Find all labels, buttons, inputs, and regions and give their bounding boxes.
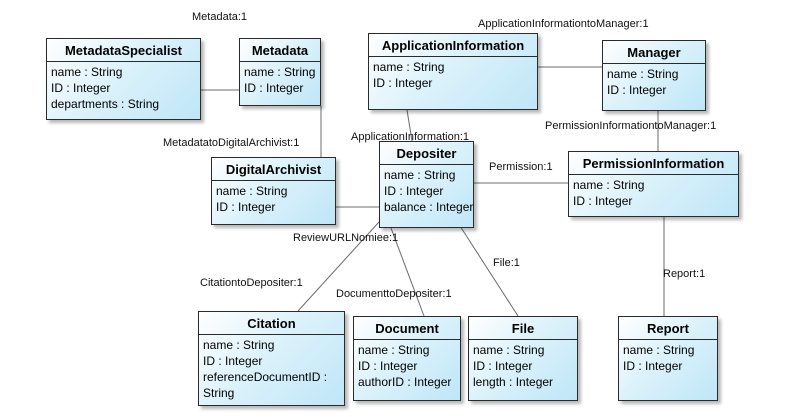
attribute: name : String: [373, 60, 445, 74]
attribute: name : String: [244, 65, 316, 79]
attribute-list: name : String ID : Integer: [240, 62, 320, 98]
attribute: ID : Integer: [216, 200, 276, 214]
attribute: name : String: [473, 343, 545, 357]
assoc-label-reviewurlnomiee: ReviewURLNomiee:1: [293, 232, 399, 244]
class-digital-archivist[interactable]: DigitalArchivist name : String ID : Inte…: [211, 157, 336, 225]
class-name: Metadata: [240, 39, 320, 62]
assoc-label-applicationinformation: ApplicationInformation:1: [351, 131, 470, 143]
attribute-list: name : String ID : Integer: [212, 181, 335, 217]
attribute: ID : Integer: [203, 354, 263, 368]
attribute: name : String: [623, 343, 695, 357]
attribute: ID : Integer: [573, 194, 633, 208]
class-document[interactable]: Document name : String ID : Integer auth…: [353, 316, 461, 401]
class-file[interactable]: File name : String ID : Integer length :…: [468, 316, 578, 401]
attribute: ID : Integer: [473, 359, 533, 373]
attribute: ID : Integer: [607, 83, 667, 97]
class-metadata[interactable]: Metadata name : String ID : Integer: [239, 38, 321, 106]
attribute: departments : String: [51, 97, 160, 111]
class-name: PermissionInformation: [569, 152, 738, 175]
class-manager[interactable]: Manager name : String ID : Integer: [602, 40, 706, 111]
link-application-information-depositer: [406, 109, 413, 142]
attribute-list: name : String ID : Integer: [369, 57, 537, 93]
class-name: Manager: [603, 41, 705, 64]
class-name: File: [469, 317, 577, 340]
attribute: name : String: [358, 343, 430, 357]
attribute-list: name : String ID : Integer length : Inte…: [469, 340, 577, 392]
class-report[interactable]: Report name : String ID : Integer: [618, 316, 718, 401]
attribute: name : String: [51, 65, 123, 79]
class-metadata-specialist[interactable]: MetadataSpecialist name : String ID : In…: [46, 38, 201, 120]
link-depositer-document: [390, 227, 425, 317]
class-citation[interactable]: Citation name : String ID : Integer refe…: [198, 311, 345, 406]
assoc-label-permission: Permission:1: [489, 161, 553, 173]
class-name: Citation: [199, 312, 344, 335]
link-depositer-citation: [297, 221, 380, 312]
attribute: referenceDocumentID :: [203, 370, 328, 384]
attribute-list: name : String ID : Integer: [619, 340, 717, 376]
link-depositer-file: [459, 225, 519, 317]
assoc-label-metadata: Metadata:1: [192, 11, 248, 23]
class-name: ApplicationInformation: [369, 34, 537, 57]
attribute-list: name : String ID : Integer referenceDocu…: [199, 335, 344, 403]
class-name: Report: [619, 317, 717, 340]
attribute: ID : Integer: [358, 359, 418, 373]
assoc-label-report: Report:1: [663, 268, 706, 280]
attribute: ID : Integer: [244, 81, 304, 95]
attribute: ID : Integer: [51, 81, 111, 95]
attribute: ID : Integer: [623, 359, 683, 373]
attribute: name : String: [384, 168, 456, 182]
assoc-label-citation-to-depositer: CitationtoDepositer:1: [200, 277, 303, 289]
assoc-label-metadata-to-digitalarchivist: MetadatatoDigitalArchivist:1: [163, 137, 300, 149]
class-name: Depositer: [380, 142, 473, 165]
assoc-label-permissioninfo-to-manager: PermissionInformationtoManager:1: [545, 120, 717, 132]
attribute: name : String: [216, 184, 288, 198]
attribute: name : String: [607, 67, 679, 81]
class-permission-information[interactable]: PermissionInformation name : String ID :…: [568, 151, 739, 217]
attribute: name : String: [573, 178, 645, 192]
attribute: ID : Integer: [384, 184, 444, 198]
attribute: balance : Integer: [384, 200, 474, 214]
attribute: authorID : Integer: [358, 375, 452, 389]
class-depositer[interactable]: Depositer name : String ID : Integer bal…: [379, 141, 474, 228]
assoc-label-file: File:1: [493, 257, 520, 269]
class-name: Document: [354, 317, 460, 340]
attribute-list: name : String ID : Integer: [603, 64, 705, 100]
attribute: length : Integer: [473, 375, 554, 389]
attribute-list: name : String ID : Integer authorID : In…: [354, 340, 460, 392]
class-name: MetadataSpecialist: [47, 39, 200, 62]
class-name: DigitalArchivist: [212, 158, 335, 181]
assoc-label-document-to-depositer: DocumenttoDepositer:1: [336, 288, 452, 300]
attribute: String: [203, 386, 235, 400]
attribute: name : String: [203, 338, 275, 352]
attribute: ID : Integer: [373, 76, 433, 90]
attribute-list: name : String ID : Integer departments :…: [47, 62, 200, 114]
class-application-information[interactable]: ApplicationInformation name : String ID …: [368, 33, 538, 110]
assoc-label-applicationinfo-to-manager: ApplicationInformationtoManager:1: [478, 18, 649, 30]
attribute-list: name : String ID : Integer: [569, 175, 738, 211]
attribute-list: name : String ID : Integer balance : Int…: [380, 165, 473, 217]
